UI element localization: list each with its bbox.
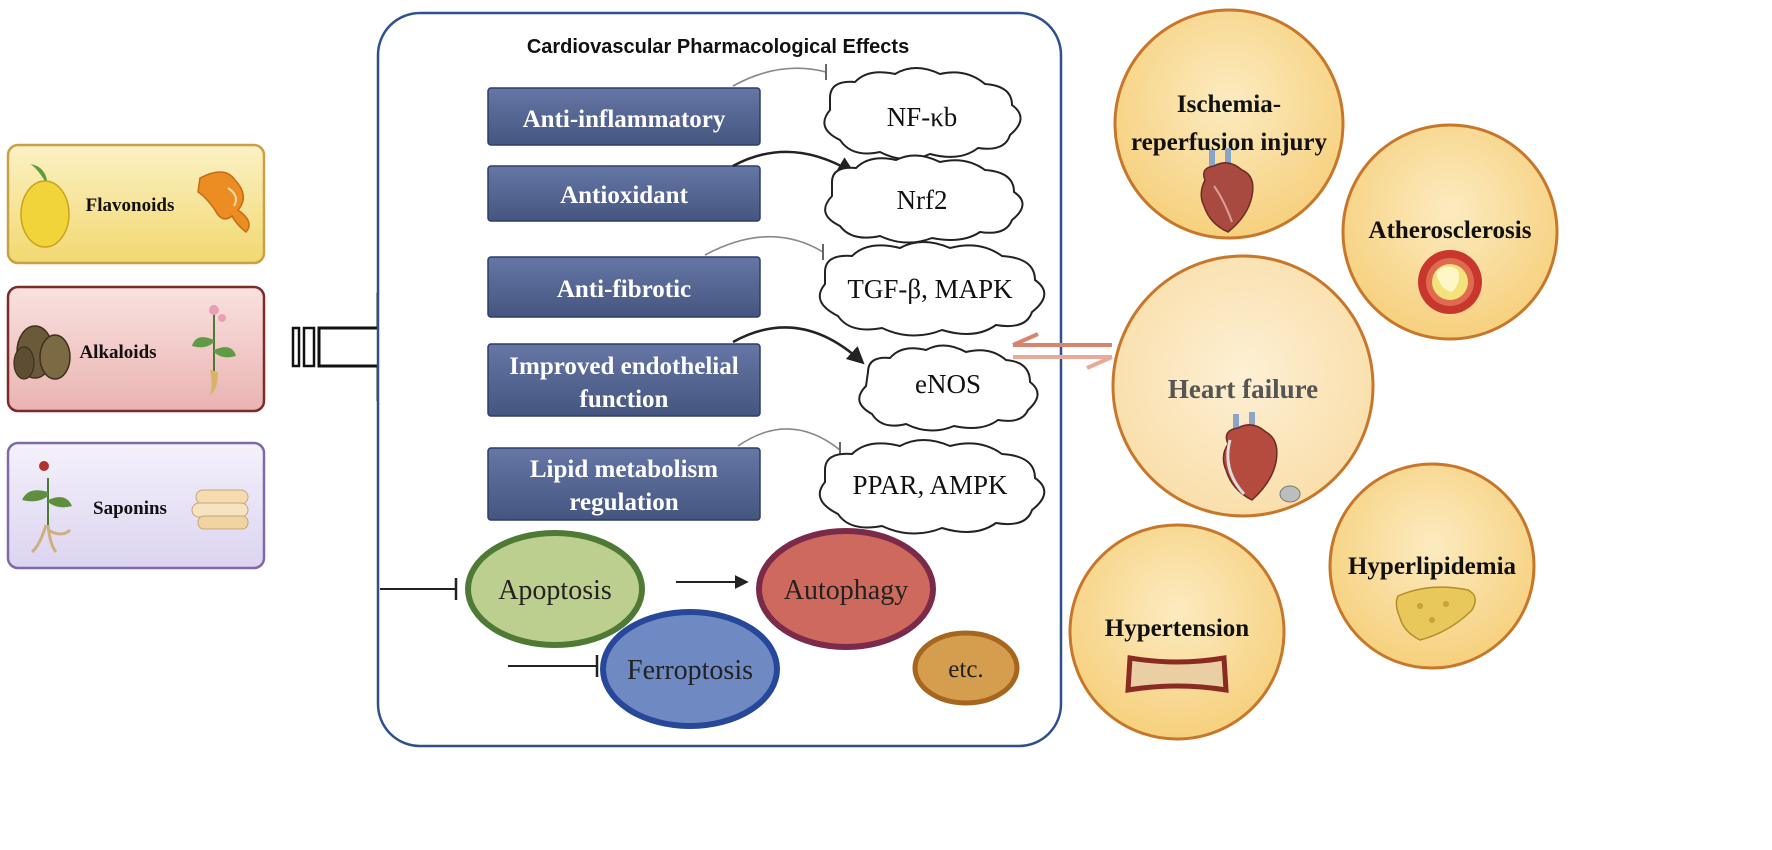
effect-endothelial-function: Improved endothelial function	[487, 343, 761, 417]
effect-lipid-metabolism: Lipid metabolism regulation	[487, 447, 761, 521]
inhibit-connector	[737, 428, 841, 451]
inhibit-connector	[732, 67, 827, 87]
activate-connector	[732, 326, 865, 365]
blood-vessel-icon	[1125, 655, 1229, 693]
liver-icon	[1395, 586, 1476, 641]
target-label: Nrf2	[897, 185, 948, 215]
ginseng-icon	[22, 461, 72, 554]
disease-label: Hyperlipidemia	[1348, 553, 1517, 580]
compound-alkaloids: Alkaloids	[6, 285, 266, 413]
compound-label: Flavonoids	[86, 195, 175, 216]
disease-label: Atherosclerosis	[1369, 217, 1532, 244]
disease-hyperlipidemia: Hyperlipidemia	[1328, 462, 1536, 670]
compound-flavonoids: Flavonoids	[6, 143, 266, 265]
effect-label: Improved endothelial	[509, 353, 738, 380]
effect-label: Lipid metabolism	[530, 456, 718, 483]
disease-heart-failure: Heart failure	[1111, 254, 1375, 518]
process-etc: etc.	[912, 630, 1020, 706]
process-apoptosis: Apoptosis	[465, 530, 645, 648]
disease-hypertension: Hypertension	[1068, 523, 1286, 741]
activate-connector	[732, 150, 856, 174]
process-label: Apoptosis	[498, 575, 612, 606]
effect-label: function	[580, 386, 669, 413]
target-cloud: TGF-β, MAPK	[818, 241, 1046, 337]
target-cloud: NF-κb	[823, 67, 1022, 160]
effect-label: Antioxidant	[560, 182, 688, 209]
disease-label: Ischemia-	[1177, 91, 1281, 118]
heart-icon	[1200, 148, 1254, 233]
root-slices-icon	[191, 489, 249, 530]
inhibit-connector	[704, 235, 824, 256]
effect-anti-inflammatory: Anti-inflammatory	[487, 87, 761, 146]
target-cloud: eNOS	[858, 344, 1039, 432]
target-cloud: PPAR, AMPK	[818, 439, 1046, 535]
target-label: eNOS	[915, 369, 981, 399]
lemon-icon	[20, 164, 70, 248]
orange-peel-icon	[197, 171, 250, 234]
process-autophagy: Autophagy	[756, 528, 936, 650]
heart-pacemaker-icon	[1222, 412, 1301, 503]
compound-saponins: Saponins	[6, 441, 266, 570]
disease-atherosclerosis: Atherosclerosis	[1341, 123, 1559, 341]
process-ferroptosis: Ferroptosis	[600, 609, 780, 729]
compound-label: Alkaloids	[79, 342, 156, 363]
tuber-icon	[13, 325, 71, 380]
effect-anti-fibrotic: Anti-fibrotic	[487, 256, 761, 318]
target-label: PPAR, AMPK	[852, 470, 1008, 500]
flowering-plant-icon	[192, 305, 236, 396]
effect-label: Anti-inflammatory	[523, 106, 726, 133]
artery-plaque-icon	[1418, 250, 1482, 314]
effect-label: Anti-fibrotic	[557, 276, 691, 303]
disease-ischemia-reperfusion: Ischemia- reperfusion injury	[1113, 8, 1345, 240]
compound-label: Saponins	[93, 498, 167, 519]
target-label: NF-κb	[887, 102, 958, 132]
disease-label: Hypertension	[1105, 615, 1250, 642]
effect-antioxidant: Antioxidant	[487, 165, 761, 222]
process-label: Ferroptosis	[627, 655, 753, 686]
process-label: Autophagy	[784, 575, 908, 606]
panel-title: Cardiovascular Pharmacological Effects	[527, 36, 909, 58]
process-label: etc.	[948, 656, 983, 683]
effect-label: regulation	[569, 489, 678, 516]
exchange-arrows-icon	[1012, 332, 1113, 370]
disease-label: Heart failure	[1168, 374, 1318, 404]
target-label: TGF-β, MAPK	[847, 274, 1013, 304]
target-cloud: Nrf2	[824, 154, 1024, 244]
